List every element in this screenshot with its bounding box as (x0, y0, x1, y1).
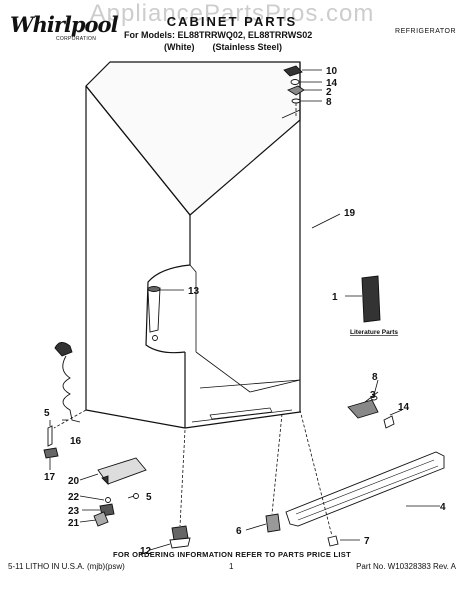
part-8-washer-mid (370, 395, 378, 401)
callout-22: 22 (68, 492, 80, 503)
callout-7: 7 (364, 536, 370, 547)
part-7-screw (327, 535, 339, 547)
part-14-screw-top (290, 79, 300, 85)
callout-17: 17 (44, 472, 56, 483)
callout-14-top: 14 (326, 78, 338, 89)
part-6-clip (265, 513, 281, 533)
cabinet-top (85, 61, 301, 216)
callout-19: 19 (344, 208, 356, 219)
part-12-foot (169, 537, 191, 549)
callout-23: 23 (68, 506, 80, 517)
callout-4: 4 (440, 502, 446, 513)
callout-6: 6 (236, 526, 242, 537)
callout-21: 21 (68, 518, 80, 529)
part-3-bottom-hinge (347, 399, 379, 419)
callout-13: 13 (188, 286, 200, 297)
page-number: 1 (229, 562, 234, 571)
part-21-roller (93, 511, 109, 527)
ordering-info: FOR ORDERING INFORMATION REFER TO PARTS … (113, 550, 351, 559)
callout-2: 2 (326, 87, 332, 98)
part-17-leveler (43, 447, 59, 459)
part-5-screw-left (47, 425, 53, 447)
model-list: For Models: EL88TRRWQ02, EL88TRRWS02 (124, 30, 313, 40)
part-14-screw-mid (383, 415, 395, 429)
part-22-screw (105, 497, 111, 503)
callout-8-mid: 8 (372, 372, 378, 383)
callout-5-right: 5 (146, 492, 152, 503)
brand-subtitle: CORPORATION (56, 36, 97, 42)
part-8-washer-top (291, 98, 301, 104)
part-10-hinge-cover (283, 65, 303, 77)
brand-logo: Whirlpool (10, 12, 119, 37)
callout-3: 3 (370, 390, 376, 401)
part-13-pin (152, 335, 158, 341)
callout-10: 10 (326, 66, 338, 77)
variant-white: (White) (164, 42, 195, 52)
part-12-leveling-leg (171, 525, 189, 541)
watermark-text: AppliancePartsPros.com (89, 0, 375, 27)
part-5-screw-right (133, 493, 139, 499)
variant-stainless: (Stainless Steel) (212, 42, 283, 52)
callout-1: 1 (332, 292, 338, 303)
cabinet-cutaway (145, 264, 191, 354)
cabinet-drawing (85, 61, 301, 429)
callout-16: 16 (70, 436, 82, 447)
part-16-cord (62, 355, 81, 423)
part-13-cup-rim (147, 286, 161, 292)
leader-lines (49, 69, 440, 551)
part-number: Part No. W10328383 Rev. A (356, 562, 456, 571)
callout-20: 20 (68, 476, 80, 487)
parts-drawings (43, 65, 445, 549)
callout-12: 12 (140, 546, 152, 557)
section-label: REFRIGERATOR (395, 28, 456, 35)
litho-info: 5-11 LITHO IN U.S.A. (mjb)(psw) (8, 562, 125, 571)
page-title: CABINET PARTS (166, 14, 298, 29)
callout-8-top: 8 (326, 97, 332, 108)
part-1-literature (361, 275, 381, 323)
literature-parts-label: Literature Parts (350, 329, 398, 336)
part-13-cup (147, 287, 161, 333)
part-16-power-cord-plug (54, 342, 73, 357)
callout-5-left: 5 (44, 408, 50, 419)
part-4-base-grille (285, 451, 445, 527)
callout-14-mid: 14 (398, 402, 410, 413)
model-variants: (White) (Stainless Steel) (164, 42, 282, 52)
